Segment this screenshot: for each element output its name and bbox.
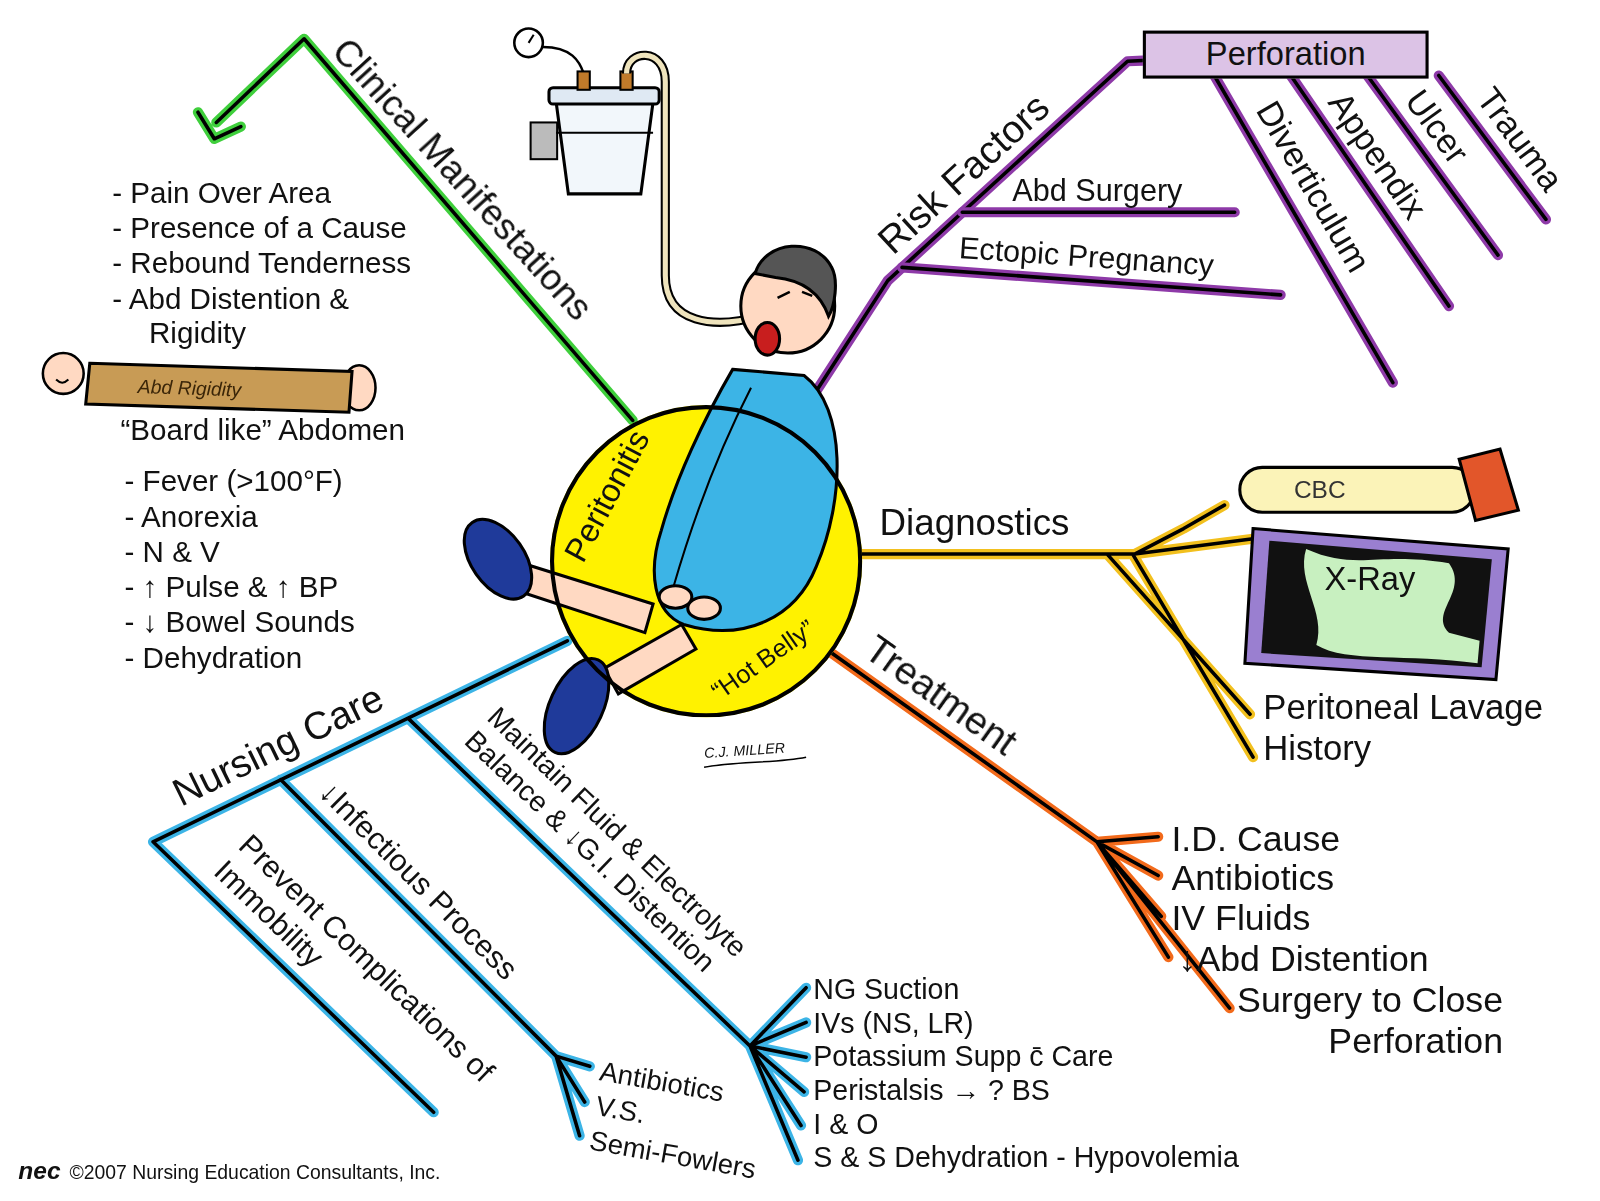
cbc-tube: [1459, 449, 1518, 520]
leaf-text: History: [1263, 728, 1371, 768]
branch-title: Treatment: [856, 627, 1025, 765]
suction-canister: [556, 132, 653, 134]
leaf-text: Peritoneal Lavage: [1263, 687, 1543, 727]
list-item: - ↓ Bowel Sounds: [124, 605, 354, 639]
leaf-text: Ulcer: [1397, 82, 1477, 171]
leaf-text: Peristalsis → ? BS: [813, 1074, 1050, 1107]
branch-lines: [153, 39, 1546, 1160]
branch-lines: [832, 653, 1230, 1008]
leaf-text: ↓Abd Distention: [1179, 939, 1429, 980]
leaf-text: IVs (NS, LR): [813, 1007, 973, 1040]
leaf-text: Abd Surgery: [1012, 173, 1182, 208]
suction-canister: [529, 35, 534, 43]
leaf-text: S & S Dehydration - Hypovolemia: [813, 1142, 1239, 1175]
leaf-text: Surgery to Close Perforation: [1182, 979, 1503, 1061]
nickname: “Hot Belly”: [706, 614, 820, 706]
rigid-abdomen-figure: [56, 380, 68, 383]
patient-figure: [778, 292, 813, 298]
x-ray-film: [1245, 529, 1508, 680]
circle-outline: [552, 407, 860, 715]
list-item: - Abd Distention & Rigidity: [112, 282, 367, 350]
board-label: Abd Rigidity: [137, 376, 241, 402]
suction-canister: [627, 55, 761, 322]
suction-canister: [627, 55, 761, 322]
suction-canister: [620, 71, 632, 89]
rigid-abdomen-figure: [86, 363, 352, 412]
branch-title: Clinical Manifestations: [324, 30, 601, 329]
rigid-abdomen-figure: [43, 353, 84, 394]
patient-figure: [450, 507, 545, 611]
caption-text: “Board like” Abdomen: [120, 414, 405, 448]
leaf-text: Potassium Supp c̄ Care: [813, 1041, 1113, 1074]
signature: C.J. MILLER: [704, 739, 786, 761]
list-item: - Pain Over Area: [112, 177, 331, 211]
patient-figure: [688, 597, 721, 619]
category-title: Perforation: [1166, 36, 1405, 74]
branch-lines: [153, 641, 806, 1160]
patient-figure: [755, 246, 835, 316]
list-item: - Presence of a Cause: [112, 212, 406, 246]
sub-branch-text: Prevent Complications of Immobility: [207, 828, 502, 1116]
suction-canister: [543, 47, 584, 74]
leaf-text: I.D. Cause: [1171, 818, 1340, 859]
suction-canister: [556, 102, 653, 194]
patient-figure: [673, 388, 751, 587]
list-item: - N & V: [124, 535, 219, 569]
x-ray-film: [1261, 541, 1492, 668]
list-item: - Fever (>100°F): [124, 465, 342, 499]
branch-lines: [832, 653, 1230, 1008]
patient-figure: [755, 322, 779, 355]
leaf-text: NG Suction: [813, 973, 959, 1006]
leaf-text: Trauma: [1469, 80, 1572, 199]
cbc-tube: [1240, 449, 1519, 520]
branch-lines: [153, 641, 806, 1160]
tube-label: CBC: [1294, 476, 1346, 504]
copyright-note: ©2007 Nursing Education Consultants, Inc…: [69, 1161, 440, 1183]
film-label: X-Ray: [1324, 561, 1415, 599]
rigid-abdomen-figure: [43, 353, 376, 412]
leaf-text: Ectopic Pregnancy: [958, 230, 1215, 283]
leaf-text: V.S.: [593, 1091, 647, 1131]
leaf-text: IV Fluids: [1171, 898, 1310, 939]
central-circle: Peritonitis“Hot Belly”: [550, 405, 862, 717]
category-box: Perforation: [1143, 31, 1429, 79]
suction-canister: [514, 29, 543, 58]
list-item: - Dehydration: [124, 641, 302, 675]
patient-figure: [604, 624, 696, 693]
x-ray-film: [1304, 549, 1480, 663]
branch-title: Diagnostics: [880, 501, 1070, 543]
cbc-tube: [1240, 467, 1475, 512]
list-item: - Anorexia: [124, 500, 257, 534]
leaf-text: Antibiotics: [1171, 857, 1334, 898]
list-item: - Rebound Tenderness: [112, 246, 411, 280]
suction-canister: [549, 88, 659, 104]
suction-canister: [578, 71, 590, 89]
circle-outline: [550, 405, 862, 717]
suction-canister: [531, 122, 558, 159]
logo-text: nec: [18, 1156, 60, 1184]
leaf-text: I & O: [813, 1108, 878, 1141]
x-ray-film: [1245, 529, 1508, 680]
patient-figure: [450, 246, 837, 763]
list-item: - ↑ Pulse & ↑ BP: [124, 571, 338, 605]
patient-figure: [514, 563, 653, 632]
leaf-text: Semi-Fowlers: [587, 1125, 758, 1185]
